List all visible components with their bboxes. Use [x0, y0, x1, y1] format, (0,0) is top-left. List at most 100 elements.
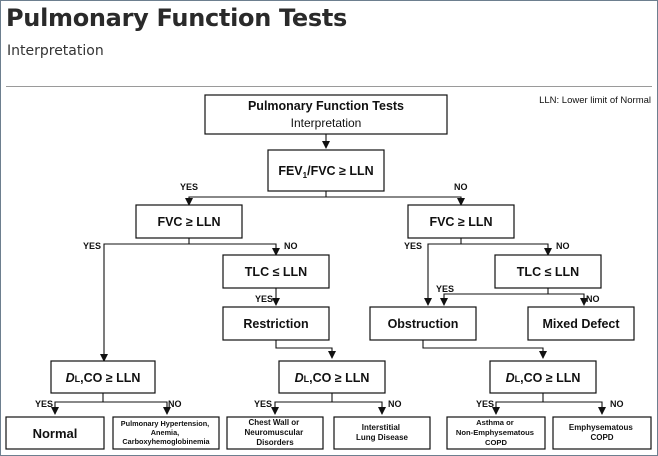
- yes-label: YES: [404, 241, 422, 251]
- edge-tlcr-yes: [440, 288, 549, 306]
- header-divider: [6, 86, 652, 87]
- edge-dlco1-yes: [51, 393, 104, 415]
- node-mixed-defect-box: [527, 306, 635, 341]
- fev-text: FEV: [278, 164, 303, 178]
- chest-line-2: Neuromuscular: [245, 428, 304, 437]
- node-pulm-htn-box: [112, 416, 220, 450]
- no-label: NO: [610, 399, 624, 409]
- lln-legend-note: LLN: Lower limit of Normal: [539, 95, 651, 106]
- edge-fvcl-yes: [100, 238, 190, 362]
- yes-label: YES: [255, 294, 273, 304]
- node-chest-wall-label: Chest Wall or Neuromuscular Disorders: [245, 418, 306, 447]
- node-restriction-box: [222, 306, 330, 341]
- node-fvc-right-label: FVC ≥ LLN: [429, 215, 492, 229]
- node-restriction-label: Restriction: [243, 317, 308, 331]
- dlco-rest: ,CO ≥ LLN: [80, 371, 140, 385]
- node-dlco-mid-label: DL,CO ≥ LLN: [295, 371, 370, 385]
- dlco-d: D: [506, 371, 515, 385]
- node-fvc-left-label: FVC ≥ LLN: [157, 215, 220, 229]
- ild-line-1: Interstitial: [362, 423, 400, 432]
- dlco-rest: ,CO ≥ LLN: [309, 371, 369, 385]
- page-title: Pulmonary Function Tests: [6, 4, 348, 32]
- node-tlc-right-label: TLC ≤ LLN: [517, 265, 579, 279]
- pulm-line-3: Carboxyhemoglobinemia: [122, 437, 210, 446]
- yes-label: YES: [254, 399, 272, 409]
- node-dlco-mid-box: [278, 360, 386, 394]
- edge-dlco3-yes: [492, 393, 544, 415]
- node-dlco-left-box: [50, 360, 156, 394]
- node-emphysematous-box: [552, 416, 652, 450]
- dlco-d: D: [66, 371, 75, 385]
- no-label: NO: [388, 399, 402, 409]
- node-obstruction-label: Obstruction: [388, 317, 459, 331]
- yes-label: YES: [83, 241, 101, 251]
- node-tlc-right-box: [494, 254, 602, 289]
- edge-dlco2-no: [332, 401, 386, 415]
- edge-fvcr-no: [461, 243, 552, 256]
- edge-fvcr-yes: [424, 238, 462, 306]
- chest-line-1: Chest Wall or: [248, 418, 299, 427]
- ild-line-2: Lung Disease: [356, 433, 409, 442]
- node-fvc-left-box: [135, 204, 243, 239]
- node-pulm-htn-label: Pulmonary Hypertension, Anemia, Carboxyh…: [121, 419, 211, 446]
- asthma-line-3: COPD: [485, 438, 507, 447]
- no-label: NO: [454, 182, 468, 192]
- page-subtitle: Interpretation: [7, 43, 104, 59]
- node-root-subtitle: Interpretation: [291, 116, 362, 130]
- node-dlco-right-box: [489, 360, 597, 394]
- node-texts: Pulmonary Function Tests Interpretation …: [33, 99, 635, 447]
- node-ild-box: [333, 416, 431, 450]
- node-mixed-defect-label: Mixed Defect: [542, 317, 620, 331]
- yes-label: YES: [436, 284, 454, 294]
- node-dlco-left-label: DL,CO ≥ LLN: [66, 371, 141, 385]
- node-chest-wall-box: [226, 416, 324, 450]
- pulm-line-2: Anemia,: [151, 428, 179, 437]
- pulm-line-1: Pulmonary Hypertension,: [121, 419, 209, 428]
- node-fev-label: FEV1/FVC ≥ LLN: [278, 164, 373, 180]
- edge-restriction-dlco: [275, 340, 336, 359]
- node-asthma-label: Asthma or Non-Emphysematous COPD: [456, 418, 536, 447]
- no-label: NO: [556, 241, 570, 251]
- node-fvc-right-box: [407, 204, 515, 239]
- emph-line-2: COPD: [590, 433, 613, 442]
- edge-dlco2-yes: [271, 393, 333, 415]
- yes-label: YES: [180, 182, 198, 192]
- node-dlco-right-label: DL,CO ≥ LLN: [506, 371, 581, 385]
- edge-obstruction-dlco: [422, 340, 547, 359]
- edge-fev-yes: [185, 191, 327, 206]
- fev-ratio-text: /FVC ≥ LLN: [307, 164, 374, 178]
- node-emphysematous-label: Emphysematous COPD: [569, 423, 635, 442]
- no-label: NO: [284, 241, 298, 251]
- node-fev-box: [267, 149, 385, 192]
- chest-line-3: Disorders: [256, 438, 294, 447]
- dlco-rest: ,CO ≥ LLN: [520, 371, 580, 385]
- dlco-l: L: [515, 374, 521, 384]
- edge-fvcl-no: [189, 243, 280, 256]
- fev-subscript: 1: [303, 171, 308, 180]
- node-tlc-left-label: TLC ≤ LLN: [245, 265, 307, 279]
- node-obstruction-box: [369, 306, 477, 341]
- node-tlc-left-box: [222, 254, 330, 289]
- no-label: NO: [586, 294, 600, 304]
- dlco-l: L: [75, 374, 81, 384]
- dlco-l: L: [304, 374, 310, 384]
- branch-labels: YES NO YES NO YES YES NO YES NO YES NO Y…: [35, 182, 624, 409]
- node-normal-box: [5, 416, 105, 450]
- dlco-d: D: [295, 371, 304, 385]
- node-normal-label: Normal: [33, 426, 78, 441]
- asthma-line-2: Non-Emphysematous: [456, 428, 534, 437]
- node-asthma-box: [446, 416, 546, 450]
- node-root-title: Pulmonary Function Tests: [248, 99, 404, 113]
- no-label: NO: [168, 399, 182, 409]
- yes-label: YES: [35, 399, 53, 409]
- connectors: [51, 134, 606, 415]
- node-ild-label: Interstitial Lung Disease: [356, 423, 409, 442]
- emph-line-1: Emphysematous: [569, 423, 634, 432]
- yes-label: YES: [476, 399, 494, 409]
- edge-fev-no: [326, 196, 465, 206]
- node-root-box: [204, 94, 448, 135]
- node-boxes: [5, 94, 652, 450]
- edge-dlco1-no: [103, 401, 171, 415]
- edge-tlcr-no: [548, 293, 588, 306]
